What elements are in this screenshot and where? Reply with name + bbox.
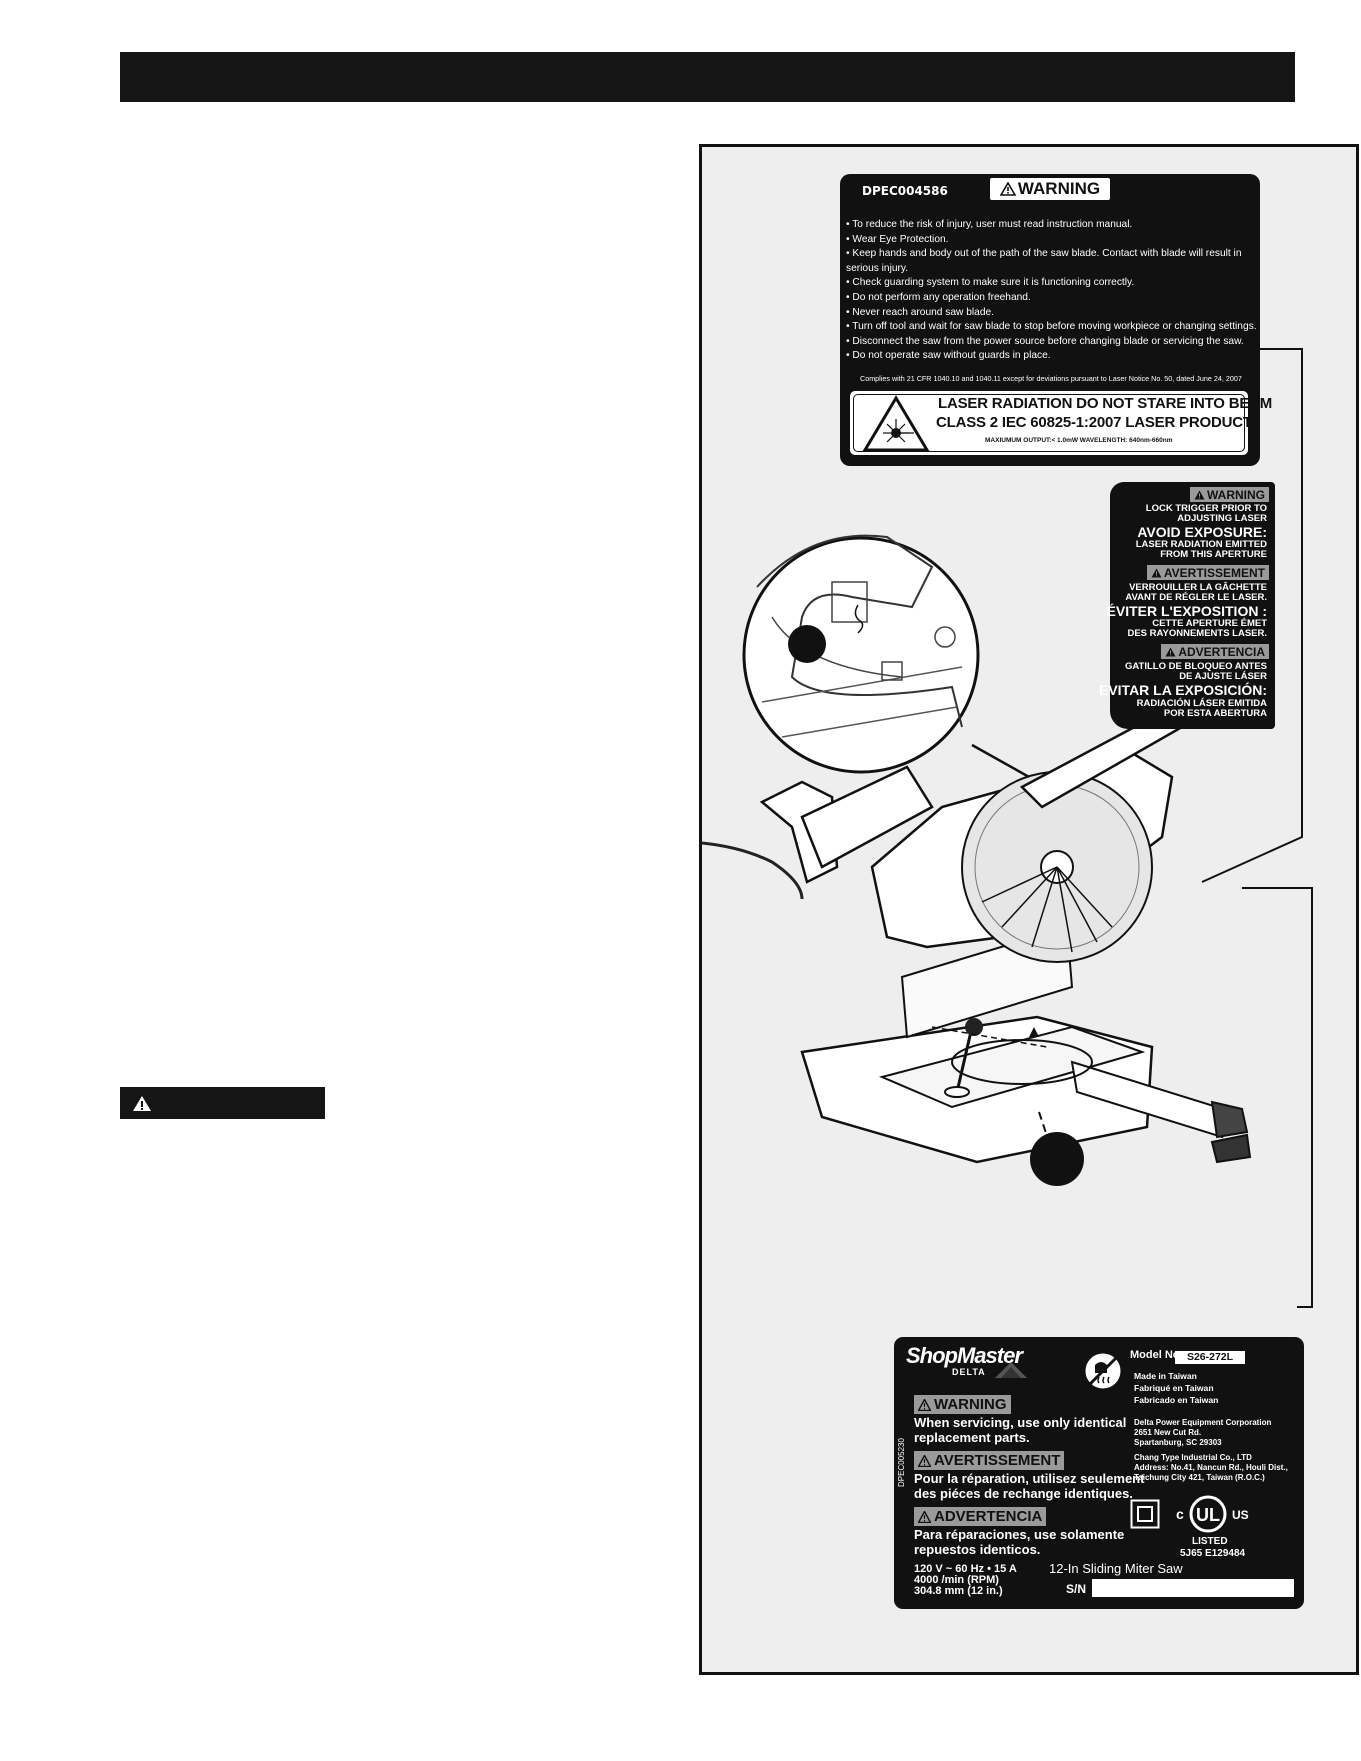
laser-caution-box: LASER RADIATION DO NOT STARE INTO BEAM C… xyxy=(848,389,1272,457)
delta-logo-icon xyxy=(995,1362,1027,1378)
advertencia-tag-text: ADVERTENCIA xyxy=(934,1508,1043,1525)
warning-decal: DPEC004586 WARNING To reduce the risk of… xyxy=(840,174,1272,466)
decal-code: DPEC004586 xyxy=(862,184,948,198)
sub-brand: DELTA xyxy=(952,1367,986,1377)
advertencia-tag: ADVERTENCIA xyxy=(1161,644,1269,659)
laser-line-2: CLASS 2 IEC 60825-1:2007 LASER PRODUCT xyxy=(936,414,1252,431)
warning-tag: WARNING xyxy=(914,1395,1011,1414)
corp-text: 2651 New Cut Rd. xyxy=(1134,1428,1202,1437)
fr-text: des piéces de rechange identiques. xyxy=(914,1486,1133,1501)
rating-plate-decal: ShopMaster DELTA Model No. S26-272L Made… xyxy=(894,1337,1304,1609)
product-name: 12-In Sliding Miter Saw xyxy=(1049,1561,1183,1576)
aperture-text: ADJUSTING LASER xyxy=(1177,513,1267,524)
warning-triangle-icon xyxy=(1165,647,1176,656)
laser-hazard-icon xyxy=(862,395,930,452)
compliance-text: Complies with 21 CFR 1040.10 and 1040.11… xyxy=(860,374,1242,383)
miter-saw-illustration xyxy=(702,348,1313,1452)
section-header-bar xyxy=(120,52,1295,102)
warning-tag: WARNING xyxy=(1190,487,1269,502)
ul-code: 5J65 E129484 xyxy=(1180,1548,1246,1559)
laser-line-3: MAXIUMUM OUTPUT:< 1.0mW WAVELENGTH: 640n… xyxy=(985,437,1173,444)
warning-badge-text: WARNING xyxy=(1017,179,1101,198)
warning-tag-text: WARNING xyxy=(1207,487,1265,502)
ul-c: c xyxy=(1176,1506,1184,1522)
corp-text: Spartanburg, SC 29303 xyxy=(1134,1438,1222,1447)
aperture-text: LASER RADIATION EMITTED xyxy=(1135,539,1267,550)
warning-triangle-icon xyxy=(133,1095,151,1111)
warning-item: Disconnect the saw from the power source… xyxy=(846,335,1260,350)
no-water-icon xyxy=(1082,1350,1124,1392)
warning-item: Keep hands and body out of the path of t… xyxy=(846,247,1260,276)
warning-banner xyxy=(120,1087,325,1119)
brand-logo: ShopMaster xyxy=(906,1343,1023,1368)
ul-us: US xyxy=(1232,1508,1249,1522)
model-number: S26-272L xyxy=(1175,1351,1245,1364)
serial-label: S/N xyxy=(1066,1582,1087,1596)
avertissement-tag-text: AVERTISSEMENT xyxy=(1163,565,1265,580)
warning-triangle-icon xyxy=(918,1454,931,1467)
warning-tag-text: WARNING xyxy=(934,1396,1007,1413)
warning-triangle-icon xyxy=(1194,490,1205,499)
warning-item: Do not perform any operation freehand. xyxy=(846,291,1260,306)
warning-badge: WARNING xyxy=(990,178,1110,200)
double-insulation-icon xyxy=(1130,1499,1160,1529)
made-in-text: Fabriqué en Taiwan xyxy=(1134,1383,1214,1393)
aperture-text: POR ESTA ABERTURA xyxy=(1163,708,1267,719)
warning-item: Turn off tool and wait for saw blade to … xyxy=(846,320,1260,335)
aperture-text: CETTE APERTURE ÉMET xyxy=(1152,618,1267,629)
warning-item: Wear Eye Protection. xyxy=(846,233,1260,248)
avertissement-tag-text: AVERTISSEMENT xyxy=(934,1452,1061,1469)
laser-aperture-decal: WARNING LOCK TRIGGER PRIOR TO ADJUSTING … xyxy=(1099,482,1275,729)
warning-item: To reduce the risk of injury, user must … xyxy=(846,218,1260,233)
aperture-heading: AVOID EXPOSURE: xyxy=(1137,524,1267,540)
ul-mark: UL xyxy=(1196,1505,1220,1525)
model-label: Model No. xyxy=(1130,1349,1183,1361)
labels-figure-panel: DPEC004586 WARNING To reduce the risk of… xyxy=(699,144,1359,1675)
advertencia-tag-text: ADVERTENCIA xyxy=(1178,644,1265,659)
serial-number-field xyxy=(1092,1579,1294,1597)
maker-text: Taichung City 421, Taiwan (R.O.C.) xyxy=(1134,1473,1265,1482)
maker-text: Chang Type Industrial Co., LTD xyxy=(1134,1453,1252,1462)
aperture-text: DES RAYONNEMENTS LASER. xyxy=(1127,628,1267,639)
es-text: Para réparaciones, use solamente xyxy=(914,1527,1125,1542)
made-in-text: Made in Taiwan xyxy=(1134,1371,1197,1381)
aperture-heading: EVITAR LA EXPOSICIÓN: xyxy=(1098,682,1267,698)
warning-item: Never reach around saw blade. xyxy=(846,306,1260,321)
warning-text: When servicing, use only identical xyxy=(914,1415,1127,1430)
made-in-text: Fabricado en Taiwan xyxy=(1134,1395,1219,1405)
aperture-text: RADIACIÓN LÁSER EMITIDA xyxy=(1136,698,1267,709)
warning-list: To reduce the risk of injury, user must … xyxy=(846,218,1260,364)
warning-triangle-icon xyxy=(918,1510,931,1523)
warning-text: replacement parts. xyxy=(914,1430,1030,1445)
laser-line-1: LASER RADIATION DO NOT STARE INTO BEAM xyxy=(938,395,1273,412)
avertissement-tag: AVERTISSEMENT xyxy=(914,1451,1065,1470)
aperture-text: AVANT DE RÉGLER LE LASER. xyxy=(1125,592,1267,603)
fr-text: Pour la réparation, utilisez seulement xyxy=(914,1471,1145,1486)
aperture-text: DE AJUSTE LÁSER xyxy=(1179,671,1267,682)
ul-listed-icon: UL xyxy=(1189,1495,1227,1533)
avertissement-tag: AVERTISSEMENT xyxy=(1146,565,1269,580)
spec-text: 304.8 mm (12 in.) xyxy=(914,1585,1003,1597)
aperture-text: VERROUILLER LA GÂCHETTE xyxy=(1129,582,1267,593)
laser-zoom-inset xyxy=(742,534,980,774)
aperture-text: FROM THIS APERTURE xyxy=(1160,549,1267,560)
vertical-code: DPEC005230 xyxy=(897,1438,906,1487)
warning-triangle-icon xyxy=(999,182,1016,196)
warning-item: Check guarding system to make sure it is… xyxy=(846,276,1260,291)
aperture-heading: ÉVITER L'EXPOSITION : xyxy=(1106,603,1267,619)
advertencia-tag: ADVERTENCIA xyxy=(914,1507,1047,1526)
spec-text: 120 V ~ 60 Hz • 15 A xyxy=(914,1563,1017,1575)
warning-triangle-icon xyxy=(918,1398,931,1411)
warning-item: Do not operate saw without guards in pla… xyxy=(846,349,1260,364)
spec-text: 4000 /min (RPM) xyxy=(914,1574,999,1586)
corp-text: Delta Power Equipment Corporation xyxy=(1134,1418,1272,1427)
warning-triangle-icon xyxy=(1151,568,1162,577)
es-text: repuestos identicos. xyxy=(914,1542,1041,1557)
aperture-text: LOCK TRIGGER PRIOR TO xyxy=(1145,503,1267,514)
aperture-text: GATILLO DE BLOQUEO ANTES xyxy=(1125,661,1267,672)
ul-listed-text: LISTED xyxy=(1192,1536,1228,1547)
maker-text: Address: No.41, Nancun Rd., Houli Dist., xyxy=(1134,1463,1288,1472)
